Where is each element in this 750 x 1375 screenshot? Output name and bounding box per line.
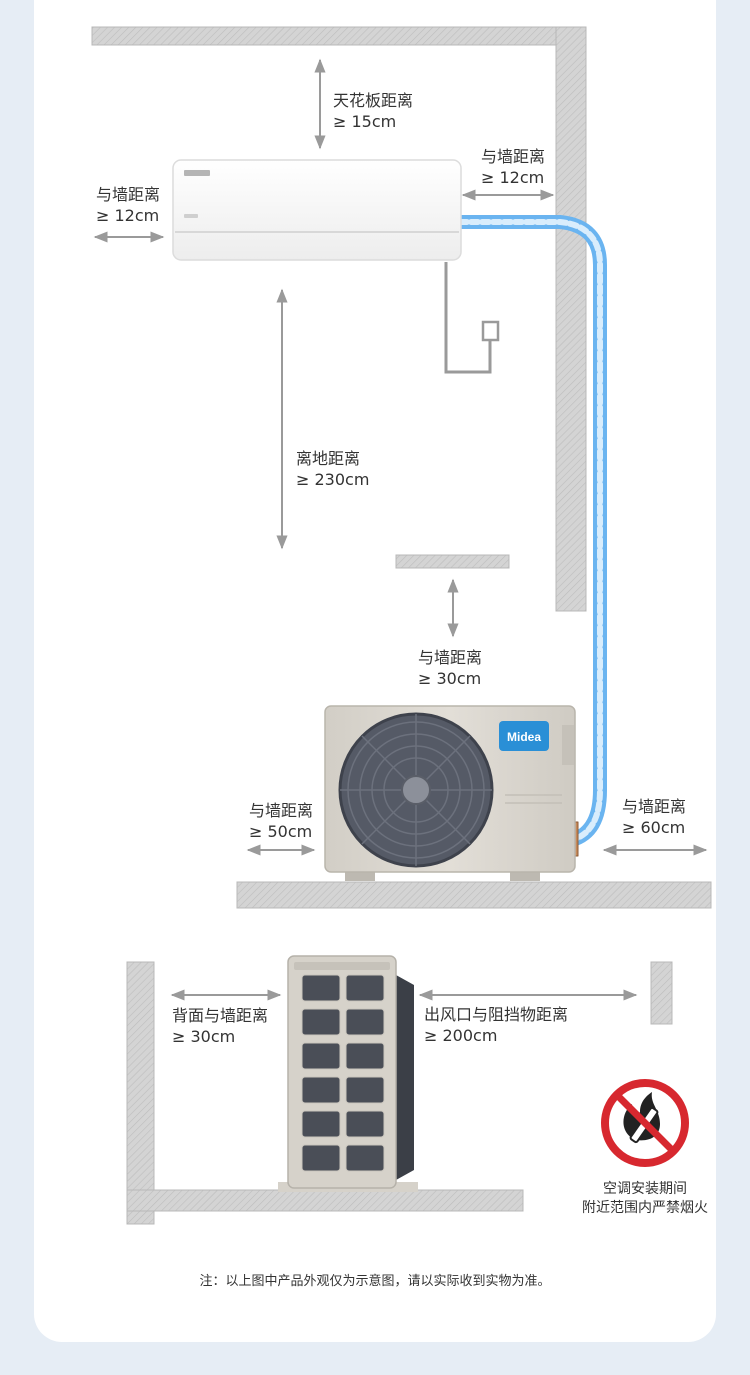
indoor-unit — [172, 159, 462, 261]
small-ledge — [395, 554, 510, 569]
floor-distance-label: 离地距离 ≥ 230cm — [296, 448, 369, 490]
side-vent-grille — [301, 974, 385, 1172]
side-view-outdoor-unit — [278, 955, 418, 1192]
fire-warning-line2: 附近范围内严禁烟火 — [582, 1200, 708, 1216]
outdoor-right-distance-label: 与墙距离 ≥ 60cm — [622, 796, 686, 838]
outdoor-floor — [236, 881, 712, 909]
indoor-right-distance-title: 与墙距离 — [481, 147, 546, 166]
ceiling-distance-label: 天花板距离 ≥ 15cm — [333, 90, 413, 132]
ceiling-distance-value: ≥ 15cm — [333, 112, 397, 131]
side-view-obstacle — [650, 961, 673, 1025]
floor-distance-title: 离地距离 — [296, 449, 361, 468]
indoor-right-distance-value: ≥ 12cm — [481, 168, 545, 187]
brand-label: Midea — [507, 730, 541, 744]
outdoor-top-distance-value: ≥ 30cm — [418, 669, 482, 688]
outdoor-unit: Midea — [324, 705, 576, 881]
indoor-logo-icon — [184, 170, 210, 176]
drain-line — [444, 262, 500, 374]
right-wall — [555, 26, 587, 612]
outdoor-right-distance-value: ≥ 60cm — [622, 818, 686, 837]
outlet-distance-label: 出风口与阻挡物距离 ≥ 200cm — [424, 1004, 568, 1046]
outdoor-left-distance-label: 与墙距离 ≥ 50cm — [249, 800, 313, 842]
outlet-distance-value: ≥ 200cm — [424, 1026, 498, 1045]
fire-warning-text: 空调安装期间 附近范围内严禁烟火 — [566, 1180, 724, 1218]
outdoor-right-distance-title: 与墙距离 — [622, 797, 687, 816]
rear-distance-label: 背面与墙距离 ≥ 30cm — [172, 1005, 268, 1047]
indoor-left-distance-title: 与墙距离 — [96, 185, 161, 204]
floor-distance-value: ≥ 230cm — [296, 470, 370, 489]
side-view-floor — [126, 1189, 524, 1212]
side-view-left-wall — [126, 961, 155, 1225]
disclaimer-note: 注：以上图中产品外观仅为示意图，请以实际收到实物为准。 — [199, 1274, 551, 1289]
outlet-distance-title: 出风口与阻挡物距离 — [424, 1005, 569, 1024]
rear-distance-value: ≥ 30cm — [172, 1027, 236, 1046]
indoor-left-distance-value: ≥ 12cm — [96, 206, 160, 225]
ceiling-distance-title: 天花板距离 — [333, 91, 414, 110]
indoor-left-distance-label: 与墙距离 ≥ 12cm — [96, 184, 160, 226]
outdoor-top-distance-label: 与墙距离 ≥ 30cm — [418, 647, 482, 689]
rear-distance-title: 背面与墙距离 — [172, 1006, 269, 1025]
ceiling-wall — [91, 26, 587, 46]
walls — [91, 26, 712, 1225]
outdoor-left-distance-title: 与墙距离 — [249, 801, 314, 820]
fire-warning-line1: 空调安装期间 — [603, 1181, 687, 1197]
fan-icon — [338, 712, 494, 868]
outdoor-top-distance-title: 与墙距离 — [418, 648, 483, 667]
indoor-right-distance-label: 与墙距离 ≥ 12cm — [481, 146, 545, 188]
brand-badge — [499, 721, 549, 751]
no-fire-icon — [601, 1079, 689, 1167]
outdoor-left-distance-value: ≥ 50cm — [249, 822, 313, 841]
dimension-arrows — [93, 58, 708, 1001]
